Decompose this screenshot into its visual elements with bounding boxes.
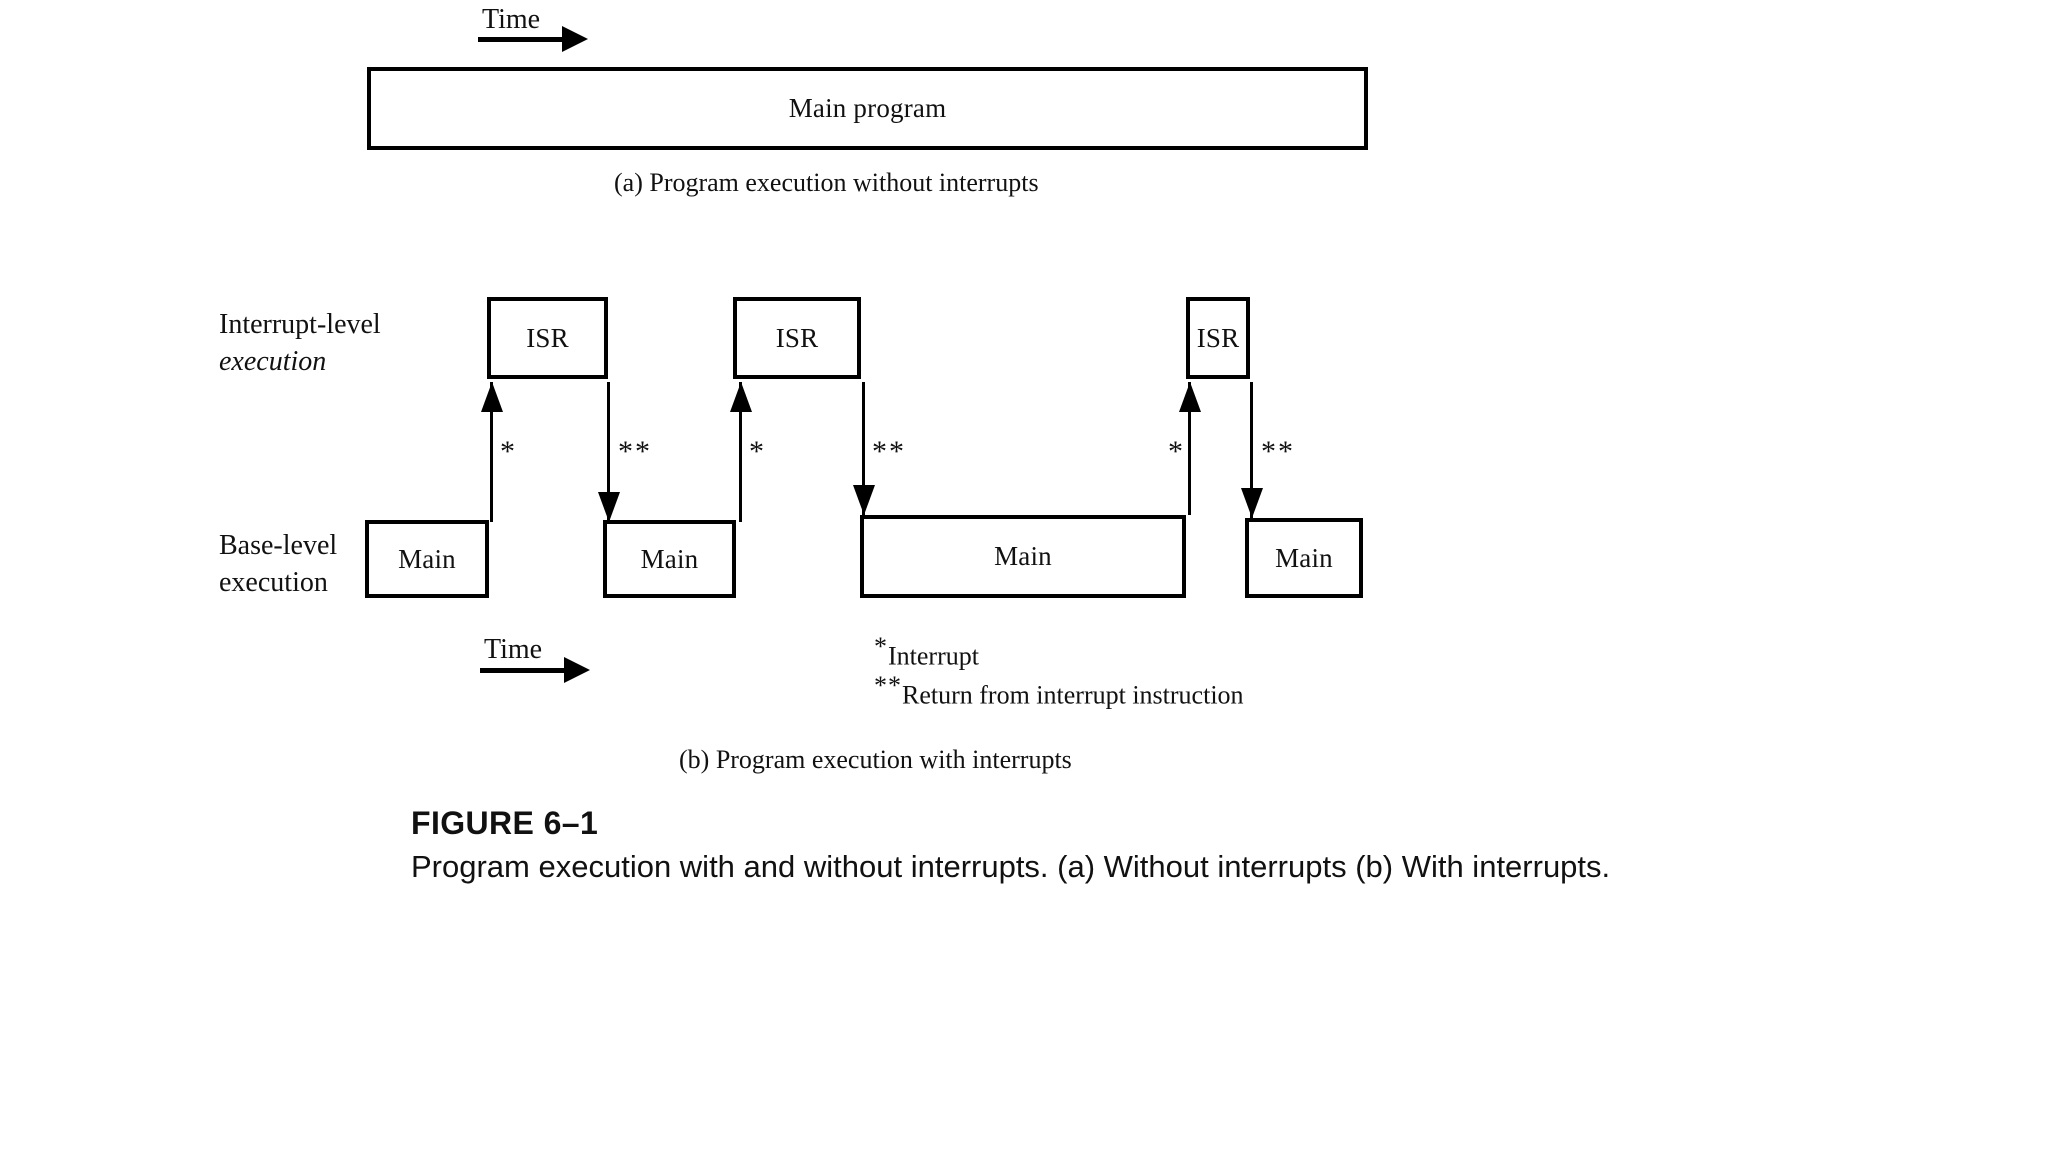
caption-part-a: (a) Program execution without interrupts: [614, 168, 1039, 197]
time-axis-bottom: Time: [480, 634, 610, 683]
time-axis-top: Time: [478, 4, 608, 52]
right-arrow-icon: [564, 657, 590, 683]
arrow-shaft: [862, 382, 865, 515]
isr-box-2-label: ISR: [775, 322, 819, 353]
main-box-1-label: Main: [398, 543, 456, 574]
legend-interrupt: *Interrupt: [874, 632, 979, 672]
figure-description: Program execution with and without inter…: [411, 849, 1611, 884]
arrow-shaft: [1250, 382, 1253, 518]
up-arrow-icon: [481, 382, 503, 412]
right-arrow-icon: [562, 26, 588, 52]
row-label-base-level-line1: Base-level: [219, 530, 338, 561]
up-arrow-icon: [730, 382, 752, 412]
down-arrow-icon: [598, 492, 620, 522]
row-label-base-level-line2: execution: [219, 566, 328, 598]
row-label-interrupt-level-line1: Interrupt-level: [219, 309, 381, 340]
main-box-2-label: Main: [640, 543, 699, 574]
time-arrow-shaft-top: [478, 37, 566, 42]
main-box-3-label: Main: [994, 541, 1052, 571]
isr-box-1-label: ISR: [526, 322, 569, 353]
main-box-3: Main: [860, 515, 1186, 598]
time-label-bottom: Time: [484, 634, 543, 665]
return-mark-2: **: [872, 435, 906, 468]
isr-box-3: ISR: [1186, 297, 1250, 379]
arrow-shaft: [607, 382, 610, 522]
legend-return-text: Return from interrupt instruction: [902, 680, 1244, 710]
interrupt-mark-1: *: [500, 435, 517, 468]
return-mark-1: **: [618, 435, 652, 468]
main-program-label: Main program: [788, 93, 947, 123]
legend-interrupt-text: Interrupt: [888, 641, 979, 671]
main-program-box: Main program: [367, 67, 1368, 150]
isr-box-3-label: ISR: [1196, 322, 1240, 353]
legend-return-mark: **: [874, 671, 902, 700]
arrow-shaft: [739, 382, 742, 522]
down-arrow-icon: [1241, 488, 1263, 518]
interrupt-mark-2: *: [749, 435, 766, 468]
up-arrow-icon: [1179, 382, 1201, 412]
legend-return: **Return from interrupt instruction: [874, 671, 1244, 711]
row-label-interrupt-level-line2: execution: [219, 345, 327, 377]
main-box-4: Main: [1245, 518, 1363, 598]
isr-box-2: ISR: [733, 297, 861, 379]
interrupt-mark-3: *: [1168, 435, 1185, 468]
return-mark-3: **: [1261, 435, 1295, 468]
caption-part-b: (b) Program execution with interrupts: [679, 745, 1072, 774]
time-arrow-shaft-bottom: [480, 668, 568, 673]
row-label-base-level: Base-level execution: [219, 528, 337, 602]
main-box-2: Main: [603, 520, 736, 598]
legend-interrupt-mark: *: [874, 632, 888, 661]
arrow-shaft: [490, 382, 493, 522]
down-arrow-icon: [853, 485, 875, 515]
main-box-1: Main: [365, 520, 489, 598]
arrow-shaft: [1188, 382, 1191, 515]
time-label-top: Time: [482, 4, 541, 35]
row-label-interrupt-level: Interrupt-level execution: [219, 307, 381, 381]
isr-box-1: ISR: [487, 297, 608, 379]
main-box-4-label: Main: [1275, 542, 1333, 573]
figure-title: FIGURE 6–1: [411, 805, 599, 841]
